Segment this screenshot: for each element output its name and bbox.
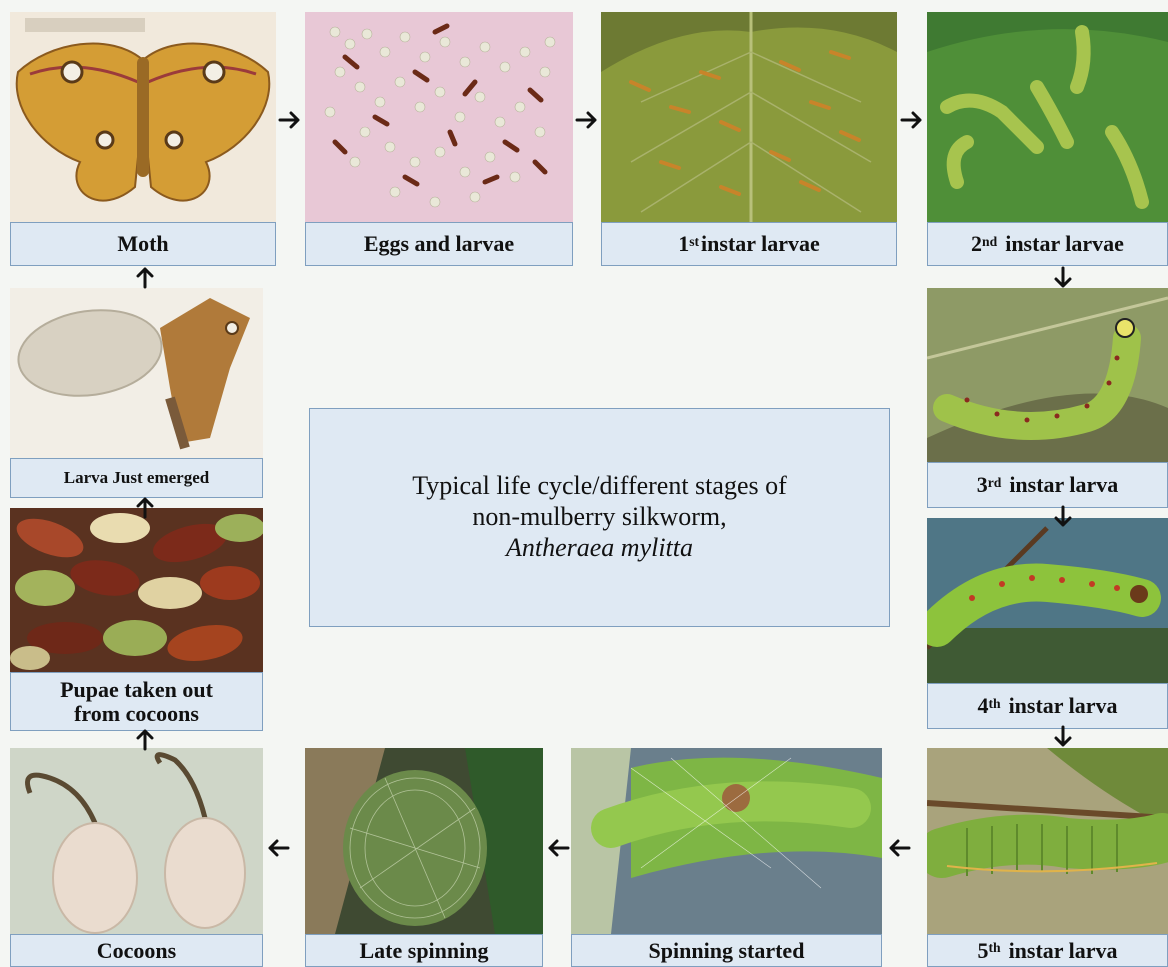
arrow-right-icon — [277, 107, 303, 133]
emerged-photo — [10, 288, 263, 458]
second-instar-photo — [927, 12, 1168, 222]
arrow-right-icon — [574, 107, 600, 133]
arrow-up-icon — [132, 494, 158, 520]
arrow-up-icon — [132, 726, 158, 752]
arrow-down-icon — [1050, 265, 1076, 291]
arrow-left-icon — [886, 835, 912, 861]
fourth-instar-photo — [927, 518, 1168, 683]
spinning-started-photo — [571, 748, 882, 934]
center-title-species: Antheraea mylitta — [506, 533, 693, 564]
arrow-left-icon — [545, 835, 571, 861]
center-title-line-2: non-mulberry silkworm, — [472, 502, 726, 533]
cocoons-caption: Cocoons — [10, 934, 263, 967]
cocoons-photo — [10, 748, 263, 934]
arrow-up-icon — [132, 264, 158, 290]
arrow-left-icon — [265, 835, 291, 861]
center-title-line-1: Typical life cycle/different stages of — [412, 471, 787, 502]
moth-photo — [10, 12, 276, 222]
late-spinning-caption: Late spinning — [305, 934, 543, 967]
center-title-box: Typical life cycle/different stages of n… — [309, 408, 890, 627]
pupae-photo — [10, 508, 263, 672]
pupae-caption: Pupae taken out from cocoons — [10, 672, 263, 731]
eggs-caption: Eggs and larvae — [305, 222, 573, 266]
emerged-caption: Larva Just emerged — [10, 458, 263, 498]
spinning-started-caption: Spinning started — [571, 934, 882, 967]
arrow-down-icon — [1050, 504, 1076, 530]
third-instar-photo — [927, 288, 1168, 462]
arrow-right-icon — [899, 107, 925, 133]
first-instar-photo — [601, 12, 897, 222]
moth-caption: Moth — [10, 222, 276, 266]
fifth-instar-photo — [927, 748, 1168, 934]
arrow-down-icon — [1050, 724, 1076, 750]
late-spinning-photo — [305, 748, 543, 934]
eggs-photo — [305, 12, 573, 222]
